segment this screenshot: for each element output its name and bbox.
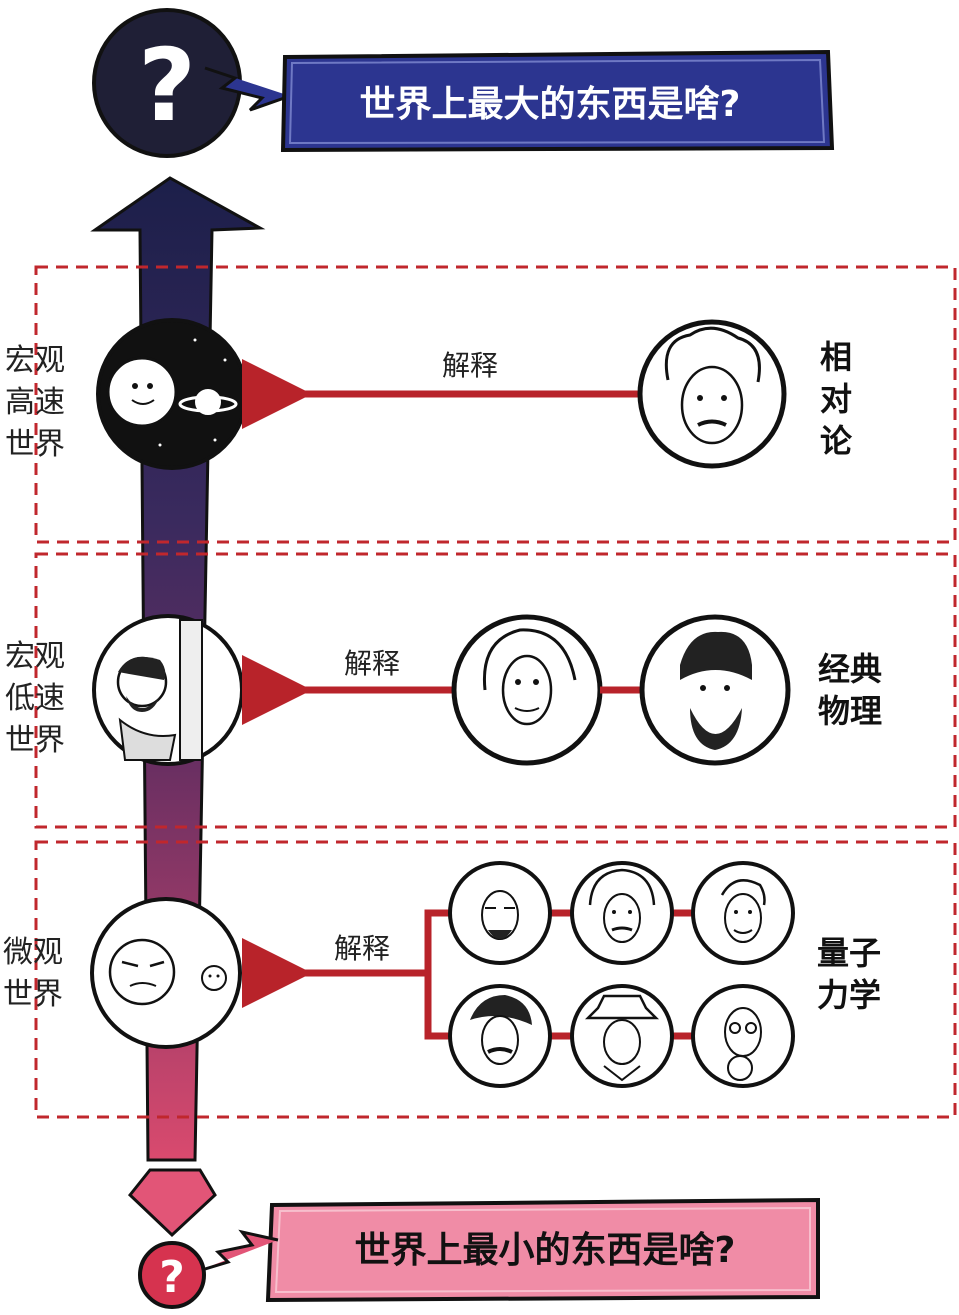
top-question-box: 世界上最大的东西是啥? — [280, 49, 835, 153]
particles-icon — [90, 897, 242, 1049]
region-box-classical — [34, 552, 957, 829]
region-quantum: 微观 世界 解释 — [3, 861, 881, 1088]
region-relativity: 宏观 高速 世界 解释 相 — [5, 318, 853, 470]
region-label-line: 低速 — [5, 681, 65, 716]
region-label-line: 高速 — [5, 385, 65, 420]
theory-label-line: 对 — [820, 380, 852, 418]
theory-label-line: 量子 — [817, 934, 881, 972]
bottom-question-mark: ? — [159, 1252, 185, 1303]
region-label-line: 世界 — [5, 723, 65, 758]
region-label-line: 宏观 — [5, 343, 65, 378]
region-classical: 宏观 低速 世界 解释 — [5, 614, 882, 766]
bottom-zigzag-connector — [194, 1229, 279, 1274]
theory-label-line: 论 — [820, 422, 853, 460]
bottom-question-icon: ? — [138, 1241, 206, 1309]
bottom-question-text: 世界上最小的东西是啥? — [355, 1230, 736, 1271]
top-zigzag-connector — [204, 66, 291, 112]
scientist-portrait-icon — [691, 861, 795, 965]
explain-label: 解释 — [344, 647, 400, 680]
caveman-icon — [92, 614, 244, 766]
scientist-portrait-icon — [570, 984, 674, 1088]
scientist-portrait-icon — [448, 984, 552, 1088]
explain-label: 解释 — [442, 349, 498, 382]
scientist-portrait-icon — [691, 984, 795, 1088]
scientist-portrait-icon — [570, 861, 674, 965]
scientist-portrait-icon — [639, 614, 791, 766]
scientist-portrait-icon — [448, 861, 552, 965]
region-label-line: 世界 — [3, 977, 63, 1012]
top-question-icon: ? — [92, 8, 242, 158]
top-question-text: 世界上最大的东西是啥? — [360, 84, 741, 125]
region-label-line: 微观 — [3, 935, 63, 970]
scientist-portrait-icon — [637, 319, 787, 469]
planets-icon — [96, 318, 248, 470]
scientist-portrait-icon — [451, 614, 603, 766]
theory-label-line: 力学 — [817, 976, 881, 1014]
theory-label-line: 经典 — [818, 650, 882, 688]
theory-label-line: 物理 — [818, 692, 882, 730]
region-label-line: 世界 — [5, 427, 65, 462]
region-box-quantum — [34, 840, 957, 1119]
bottom-question-box: 世界上最小的东西是啥? — [265, 1197, 820, 1303]
explain-label: 解释 — [334, 932, 390, 965]
top-question-mark: ? — [138, 27, 196, 144]
region-box-relativity — [34, 265, 957, 544]
theory-label-line: 相 — [820, 338, 852, 376]
region-label-line: 宏观 — [5, 639, 65, 674]
